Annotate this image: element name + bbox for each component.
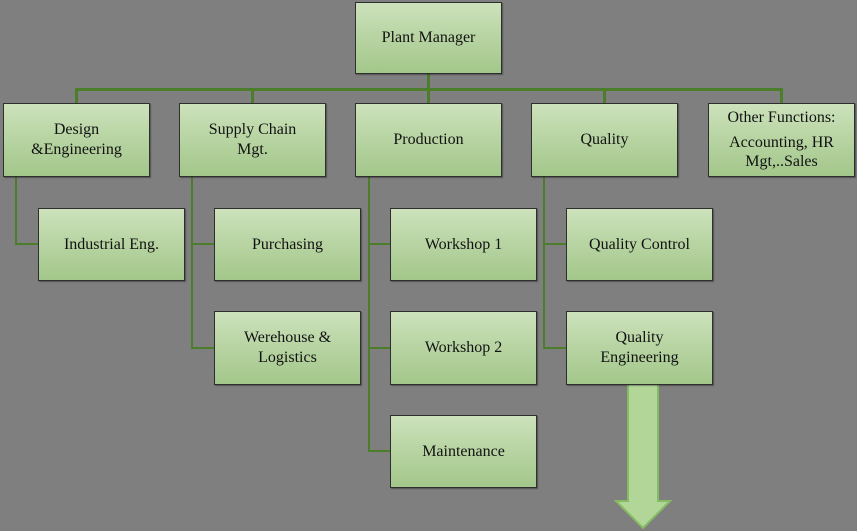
- connector-drop-other-functions: [780, 88, 783, 104]
- org-node-supply-chain-mgt: Supply Chain Mgt.: [179, 103, 326, 177]
- org-node-label: Production: [393, 131, 464, 149]
- org-node-label: &Engineering: [31, 141, 122, 158]
- connector-quality-engineering: [543, 347, 566, 349]
- org-node-label: Supply Chain: [208, 121, 297, 139]
- org-node-design-engineering: Design &Engineering: [3, 103, 150, 177]
- connector-supply-werehouse: [191, 347, 214, 349]
- org-node-other-functions: Other Functions: Accounting, HR Mgt,..Sa…: [708, 103, 855, 177]
- connector-production-workshop2: [368, 347, 390, 349]
- org-node-label: Quality Control: [589, 235, 690, 253]
- connector-design-industrial: [15, 243, 38, 245]
- org-node-industrial-eng: Industrial Eng.: [38, 208, 185, 281]
- org-node-production: Production: [355, 103, 502, 177]
- org-node-quality: Quality: [531, 103, 678, 177]
- connector-drop-production: [427, 88, 430, 104]
- org-node-label: Maintenance: [422, 442, 505, 460]
- org-node-werehouse-logistics: Werehouse & Logistics: [214, 311, 361, 385]
- connector-production-maintenance: [368, 450, 390, 452]
- org-node-label: Other Functions:: [727, 109, 836, 127]
- org-node-plant-manager: Plant Manager: [355, 2, 502, 74]
- org-node-purchasing: Purchasing: [214, 208, 361, 281]
- down-arrow-shape: [613, 383, 673, 530]
- org-node-label: Workshop 2: [424, 339, 503, 357]
- org-node-label: Purchasing: [251, 235, 324, 253]
- org-node-label: Accounting, HR: [729, 133, 834, 151]
- connector-design-vertical: [15, 177, 17, 245]
- connector-root-drop: [427, 74, 430, 90]
- org-node-workshop-2: Workshop 2: [390, 311, 537, 385]
- connector-production-vertical: [368, 177, 370, 452]
- connector-drop-design: [75, 88, 78, 104]
- connector-supply-purchasing: [191, 243, 214, 245]
- connector-drop-quality: [603, 88, 606, 104]
- org-node-label: Workshop 1: [424, 235, 503, 253]
- org-node-label: Werehouse &: [243, 329, 332, 347]
- org-node-label: Engineering: [600, 349, 679, 366]
- connector-supply-vertical: [191, 177, 193, 349]
- org-node-quality-control: Quality Control: [566, 208, 713, 281]
- connector-quality-control: [543, 243, 566, 245]
- org-node-workshop-1: Workshop 1: [390, 208, 537, 281]
- org-node-label: Mgt,..Sales: [745, 153, 818, 171]
- org-node-label: Logistics: [258, 349, 317, 366]
- org-node-label: Quality: [580, 131, 629, 149]
- org-node-label: Mgt.: [237, 141, 268, 158]
- org-node-label: Quality: [615, 329, 664, 347]
- org-node-maintenance: Maintenance: [390, 415, 537, 488]
- connector-quality-vertical: [543, 177, 545, 349]
- org-node-quality-engineering: Quality Engineering: [566, 311, 713, 385]
- org-node-label: Industrial Eng.: [63, 235, 160, 253]
- connector-production-workshop1: [368, 243, 390, 245]
- org-node-label: Plant Manager: [381, 29, 476, 47]
- connector-drop-supply-chain: [251, 88, 254, 104]
- org-node-label: Design: [53, 121, 100, 139]
